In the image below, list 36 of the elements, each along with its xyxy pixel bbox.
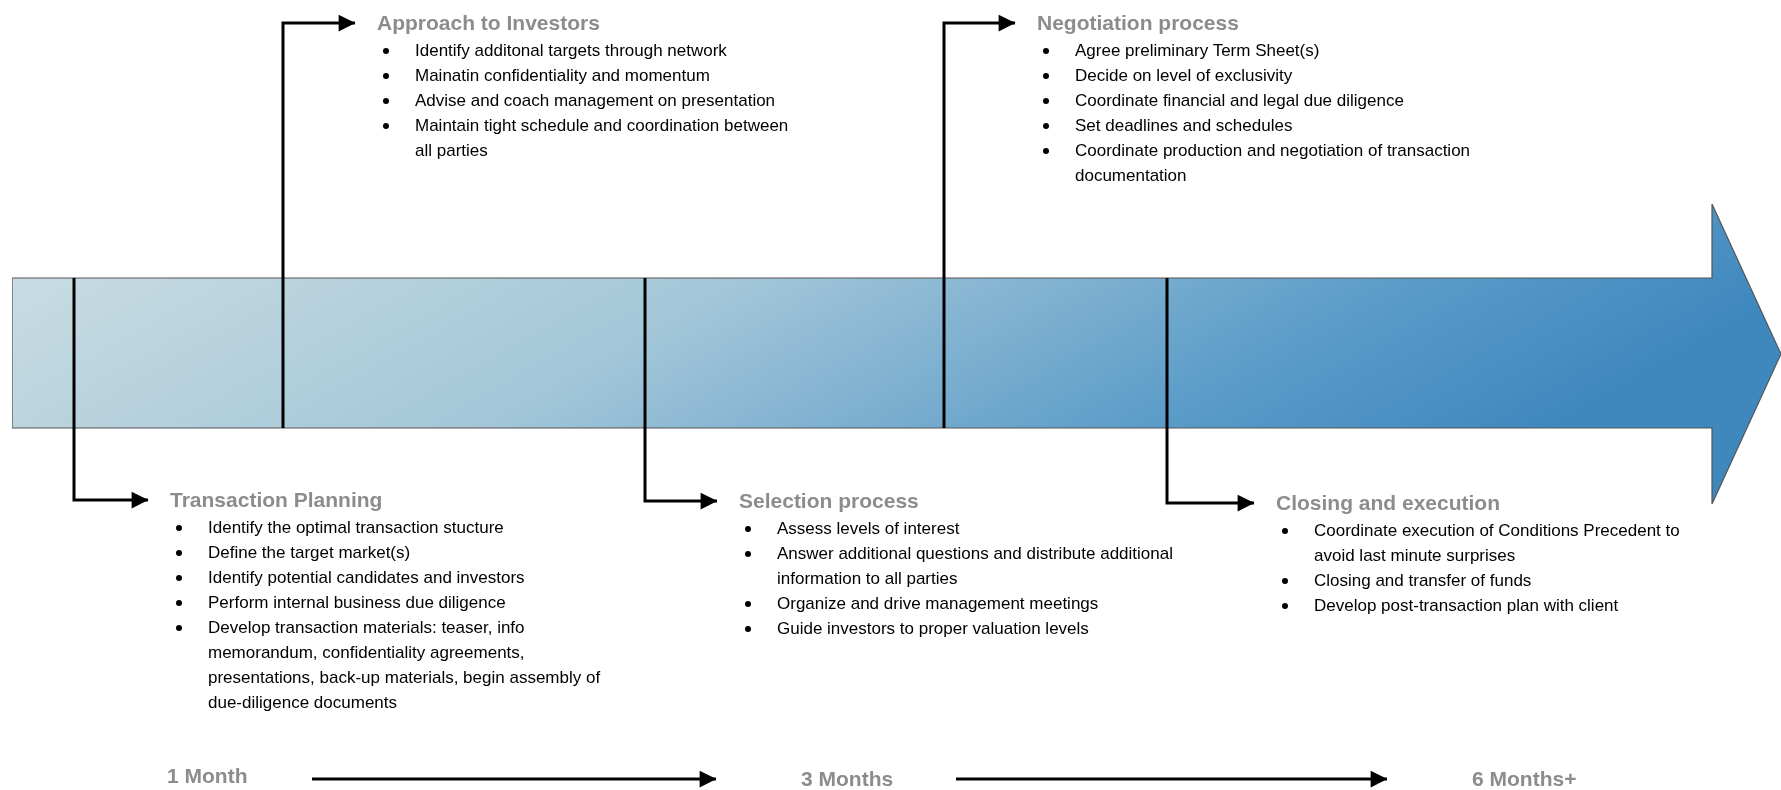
bullet-text: Identify the optimal transaction stucture	[208, 517, 504, 539]
bullet-text: Perform internal business due diligence	[208, 592, 506, 614]
duration-label: 1 Month	[167, 763, 267, 789]
phase-heading: Negotiation process	[1037, 10, 1240, 36]
phase-heading: Transaction Planning	[170, 487, 384, 513]
bullet-text: Organize and drive management meetings	[777, 593, 1099, 615]
bullet-text: Assess levels of interest	[777, 518, 960, 540]
arrow	[956, 770, 1388, 788]
bullet-text: Mainatin confidentiality and momentum	[415, 65, 710, 87]
bullet-text: Maintain tight schedule and coordination between all parties	[415, 115, 790, 162]
bullet-text: Coordinate execution of Conditions Precedent to avoid last minute surprises	[1314, 520, 1681, 567]
bullet-text: Set deadlines and schedules	[1075, 115, 1293, 137]
arrow	[312, 770, 717, 788]
bullet-text: Closing and transfer of funds	[1314, 570, 1532, 592]
arrow	[643, 278, 718, 510]
bullet-text: Identify additonal targets through network	[415, 40, 727, 62]
bullet-text: Coordinate production and negotiation of transaction documentation	[1075, 140, 1472, 187]
phase-heading: Closing and execution	[1276, 490, 1502, 516]
bullet-text: Develop post-transaction plan with client	[1314, 595, 1619, 617]
bullet-text: Agree preliminary Term Sheet(s)	[1075, 40, 1320, 62]
bullet-text: Develop transaction materials: teaser, info memorandum, confidentiality agreements, presentations, back-up materials, begin assembly of due-diligence documents	[208, 617, 602, 714]
phase-heading: Approach to Investors	[377, 10, 601, 36]
bullet-text: Decide on level of exclusivity	[1075, 65, 1293, 87]
phase-heading: Selection process	[739, 488, 920, 514]
bullet-text: Guide investors to proper valuation levels	[777, 618, 1089, 640]
bullet-text: Coordinate financial and legal due diligence	[1075, 90, 1404, 112]
bullet-text: Answer additional questions and distribute additional information to all parties	[777, 543, 1174, 590]
arrow	[72, 278, 149, 509]
bullet-text: Define the target market(s)	[208, 542, 411, 564]
bullet-text: Advise and coach management on presentation	[415, 90, 776, 112]
duration-label: 3 Months	[801, 766, 911, 790]
arrow	[942, 14, 1016, 428]
duration-label: 6 Months+	[1472, 766, 1597, 790]
arrow	[281, 14, 356, 428]
bullet-text: Identify potential candidates and investors	[208, 567, 525, 589]
arrow	[1165, 278, 1255, 512]
